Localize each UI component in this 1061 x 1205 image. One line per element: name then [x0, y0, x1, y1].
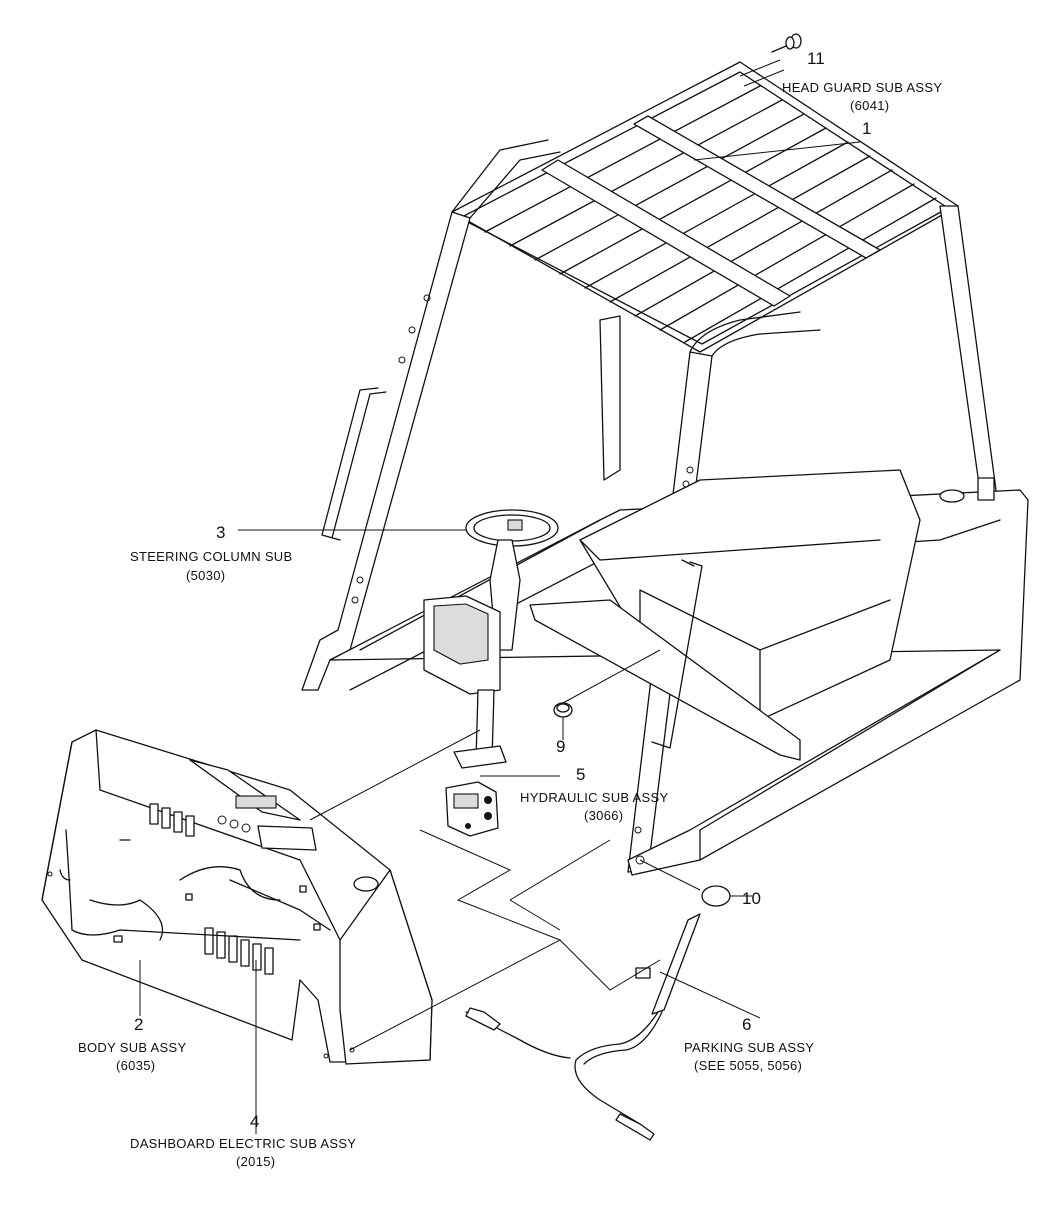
- callout-5-number: 5: [576, 765, 585, 784]
- head-guard-frame: [301, 61, 1029, 876]
- callout-5-label: HYDRAULIC SUB ASSY: [520, 790, 668, 805]
- hydraulic-unit: [445, 781, 499, 837]
- callout-3-number: 3: [216, 523, 225, 542]
- callout-6-code: (SEE 5055, 5056): [694, 1058, 802, 1073]
- callout-3-label: STEERING COLUMN SUB: [130, 549, 292, 564]
- callout-3-code: (5030): [186, 568, 225, 583]
- callout-2-code: (6035): [116, 1058, 155, 1073]
- callout-4-code: (2015): [236, 1154, 275, 1169]
- roof-slats: [484, 85, 937, 343]
- callout-9-number: 9: [556, 737, 565, 756]
- parking-brake: [465, 913, 701, 1141]
- callout-6-label: PARKING SUB ASSY: [684, 1040, 814, 1055]
- callout-6-number: 6: [742, 1015, 751, 1034]
- dashboard-body: [41, 729, 433, 1065]
- leader-lines: [139, 59, 861, 1134]
- bolt-11: [771, 33, 802, 53]
- callout-11-number: 11: [807, 49, 825, 68]
- steering-column: [423, 509, 559, 769]
- callout-10-number: 10: [742, 889, 761, 908]
- callout-11-code: (6041): [850, 98, 889, 113]
- callout-5-code: (3066): [584, 808, 623, 823]
- callout-11-label: HEAD GUARD SUB ASSY: [782, 80, 942, 95]
- relay-block-bottom: [204, 927, 274, 975]
- plug-9: [553, 702, 573, 718]
- callout-2-label: BODY SUB ASSY: [78, 1040, 186, 1055]
- wiring-harness: [59, 829, 331, 943]
- callout-4-number: 4: [250, 1112, 259, 1131]
- callout-2-number: 2: [134, 1015, 143, 1034]
- callout-4-label: DASHBOARD ELECTRIC SUB ASSY: [130, 1136, 356, 1151]
- plug-10: [701, 885, 731, 907]
- callouts: 11 HEAD GUARD SUB ASSY (6041) 1 3 STEERI…: [78, 49, 942, 1169]
- callout-1-number: 1: [862, 119, 871, 138]
- relay-block-top: [149, 803, 195, 837]
